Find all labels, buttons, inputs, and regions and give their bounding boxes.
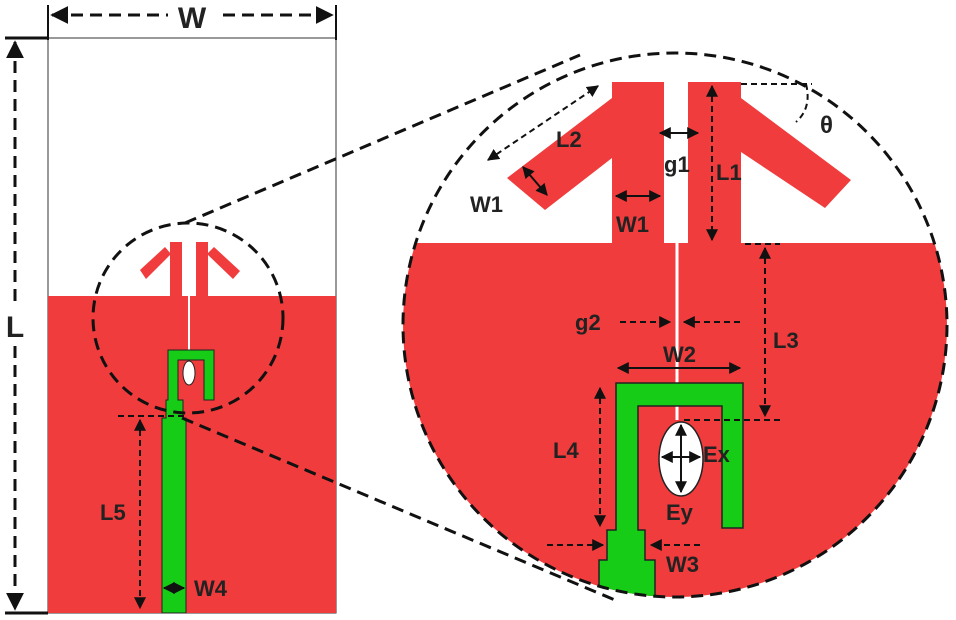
label-theta: θ: [820, 112, 833, 139]
dim-l2: [487, 85, 599, 161]
label-w1-center: W1: [616, 212, 649, 237]
label-l1: L1: [716, 160, 742, 185]
label-l4: L4: [553, 438, 579, 463]
ground-plane: [48, 296, 336, 613]
label-l5: L5: [100, 500, 126, 525]
radiating-slot-small: [140, 242, 240, 296]
label-w1-left: W1: [470, 192, 503, 217]
label-l2: L2: [556, 127, 582, 152]
label-w: W: [178, 2, 207, 35]
zoom-view: L2 W1 W1 g1 L1 θ g2 L3 W2 L4: [401, 51, 949, 599]
connector-top: [184, 53, 581, 225]
full-antenna: W L L5 W4: [0, 0, 337, 615]
zoom-circle-large: [401, 51, 949, 599]
theta-arc: [795, 83, 809, 123]
dim-w1-left: [522, 166, 548, 196]
label-g1: g1: [664, 152, 690, 177]
label-ey: Ey: [666, 500, 694, 525]
dim-w-label-bg: [168, 0, 216, 32]
connector-bottom: [181, 416, 616, 602]
label-l3: L3: [773, 328, 799, 353]
label-w4: W4: [194, 576, 228, 601]
label-l: L: [6, 311, 24, 344]
label-ex: Ex: [703, 442, 731, 467]
label-g2: g2: [575, 310, 601, 335]
dim-l-label-bg: [0, 305, 30, 345]
elliptical-slot-small: [182, 360, 196, 386]
label-w2: W2: [663, 342, 696, 367]
label-w3: W3: [666, 552, 699, 577]
feed-line-zoom: [598, 382, 744, 597]
